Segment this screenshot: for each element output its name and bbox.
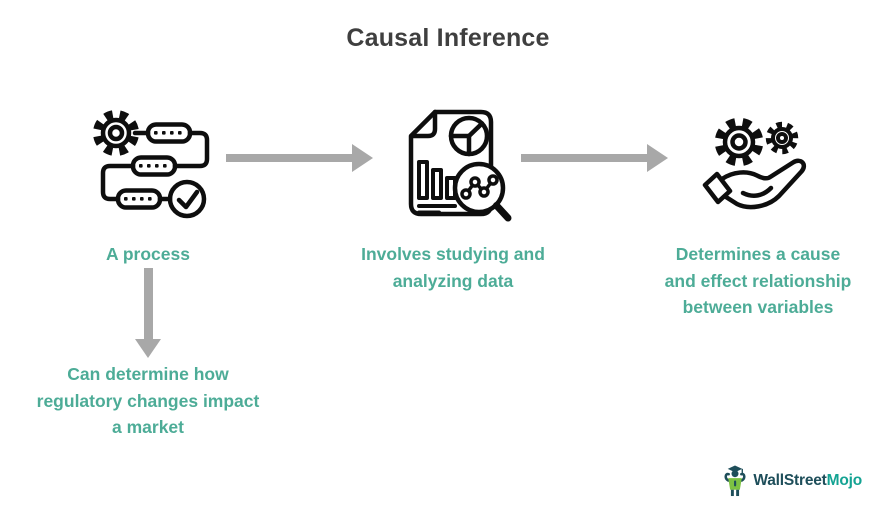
- step-3-label: Determines a cause and effect relationsh…: [664, 244, 852, 317]
- logo-text-wallstreet: WallStreet: [753, 471, 827, 489]
- wallstreetmojo-mascot-icon: [722, 464, 748, 497]
- step-1-label: A process: [106, 244, 190, 264]
- data-analysis-icon: [395, 106, 517, 230]
- arrow-down-icon: [135, 268, 161, 358]
- arrow-right-icon: [226, 144, 373, 172]
- logo-text-mojo: Mojo: [826, 471, 863, 489]
- logo-text: WallStreetMojo: [753, 472, 862, 490]
- arrow-right-icon: [521, 144, 668, 172]
- sub-step-label: Can determine how regulatory changes imp…: [36, 364, 260, 437]
- hand-gears-icon: [697, 110, 815, 216]
- step-2-label: Involves studying and analyzing data: [361, 244, 545, 291]
- wallstreetmojo-logo: WallStreetMojo: [722, 464, 862, 497]
- process-icon: [88, 106, 214, 226]
- page-title: Causal Inference: [346, 24, 550, 52]
